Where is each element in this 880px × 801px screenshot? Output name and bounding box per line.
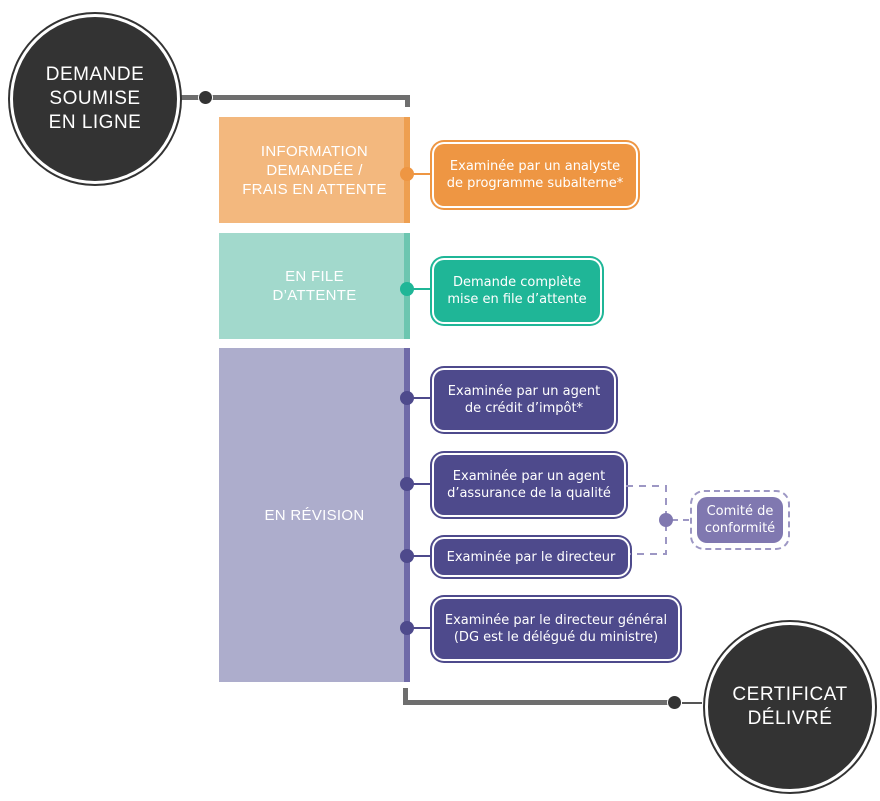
end-node: CERTIFICAT DÉLIVRÉ	[705, 622, 875, 792]
committee-text-line: Comité de	[706, 504, 774, 519]
stage-label-line: EN RÉVISION	[264, 506, 365, 524]
step-quality-assurance-agent: Examinée par un agent d’assurance de la …	[432, 453, 626, 517]
step-connector	[412, 555, 436, 557]
step-connector	[412, 288, 436, 290]
start-connector-vertical	[405, 95, 410, 107]
committee-dashed-frame	[690, 490, 790, 550]
start-label-line: EN LIGNE	[48, 112, 142, 133]
stage-label-line: FRAIS EN ATTENTE	[242, 180, 387, 198]
step-text-line: Examinée par le directeur	[446, 549, 616, 565]
step-connector	[412, 397, 436, 399]
stage-in-queue: EN FILE D’ATTENTE	[219, 233, 410, 339]
start-label-line: DEMANDE	[45, 64, 145, 85]
start-connector-dot	[198, 90, 213, 105]
stage-label-line: DEMANDÉE /	[266, 161, 363, 179]
step-text-line: Examinée par un agent	[447, 384, 601, 399]
step-text-line: d’assurance de la qualité	[447, 486, 611, 501]
stage-in-review: EN RÉVISION	[219, 348, 410, 682]
stage-information-requested: INFORMATION DEMANDÉE / FRAIS EN ATTENTE	[219, 117, 410, 223]
step-dot	[400, 621, 414, 635]
step-complete-queued: Demande complète mise en file d’attente	[432, 258, 602, 324]
step-connector	[412, 173, 436, 175]
start-connector-horizontal	[180, 95, 410, 100]
stage-label-line: EN FILE	[285, 268, 344, 285]
step-dot	[400, 549, 414, 563]
step-dot	[400, 167, 414, 181]
step-text-line: de crédit d’impôt*	[464, 401, 584, 416]
end-connector-tail	[682, 702, 702, 704]
step-text-line: Demande complète	[453, 275, 581, 290]
committee-text-line: conformité	[704, 521, 776, 536]
step-text-line: Examinée par un agent	[452, 469, 606, 484]
committee-box: Comité de conformité	[697, 497, 783, 543]
step-junior-analyst: Examinée par un analyste de programme su…	[432, 142, 638, 208]
end-label-line: CERTIFICAT	[732, 684, 848, 705]
step-director-general: Examinée par le directeur général (DG es…	[432, 597, 680, 661]
step-text-line: mise en file d’attente	[447, 292, 587, 307]
stage-label-line: D’ATTENTE	[272, 287, 357, 304]
step-text-line: de programme subalterne*	[446, 176, 624, 191]
step-tax-credit-agent: Examinée par un agent de crédit d’impôt*	[432, 368, 616, 432]
start-node: DEMANDE SOUMISE EN LIGNE	[10, 14, 180, 184]
step-dot	[400, 282, 414, 296]
end-connector-dot	[667, 695, 682, 710]
step-text-line: Examinée par le directeur général	[444, 613, 668, 628]
step-dot	[400, 391, 414, 405]
end-connector-horizontal	[403, 700, 673, 705]
stage-edge	[404, 348, 410, 682]
step-text-line: Examinée par un analyste	[449, 159, 621, 174]
step-text-line: (DG est le délégué du ministre)	[453, 630, 659, 645]
committee-dot	[659, 513, 673, 527]
committee-dashed-connector	[626, 485, 692, 555]
end-connector-vertical	[403, 688, 408, 704]
step-director: Examinée par le directeur	[432, 537, 630, 577]
start-label-line: SOUMISE	[49, 88, 141, 109]
step-connector	[412, 483, 436, 485]
step-dot	[400, 477, 414, 491]
step-connector	[412, 627, 436, 629]
stage-label-line: INFORMATION	[260, 142, 369, 160]
end-label-line: DÉLIVRÉ	[747, 708, 833, 729]
